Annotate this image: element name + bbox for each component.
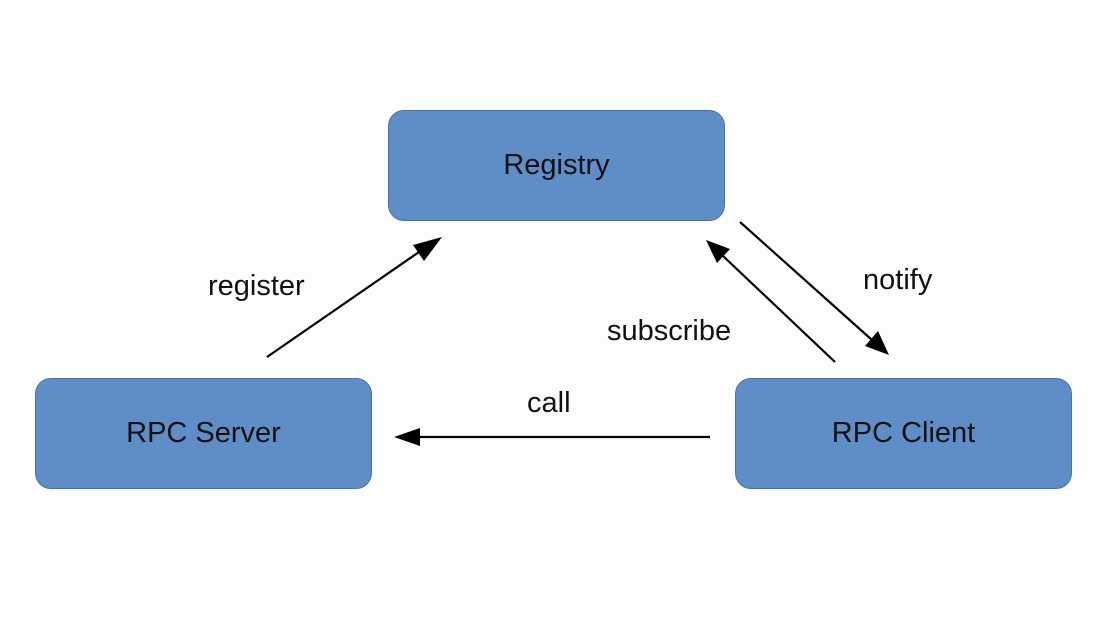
registry-label: Registry [503,149,610,181]
rpc-server-node: RPC Server [35,378,372,489]
call-arrow [394,428,710,446]
notify-edge-label: notify [863,264,933,296]
subscribe-edge-label: subscribe [607,315,732,347]
call-edge-label: call [527,387,571,419]
rpc-client-label: RPC Client [831,417,976,449]
register-edge-label: register [208,270,305,302]
rpc-client-node: RPC Client [735,378,1072,489]
register-arrow [266,237,442,358]
notify-arrow [739,221,889,355]
rpc-server-label: RPC Server [126,417,281,449]
subscribe-arrow [706,240,836,363]
registry-node: Registry [388,110,725,221]
